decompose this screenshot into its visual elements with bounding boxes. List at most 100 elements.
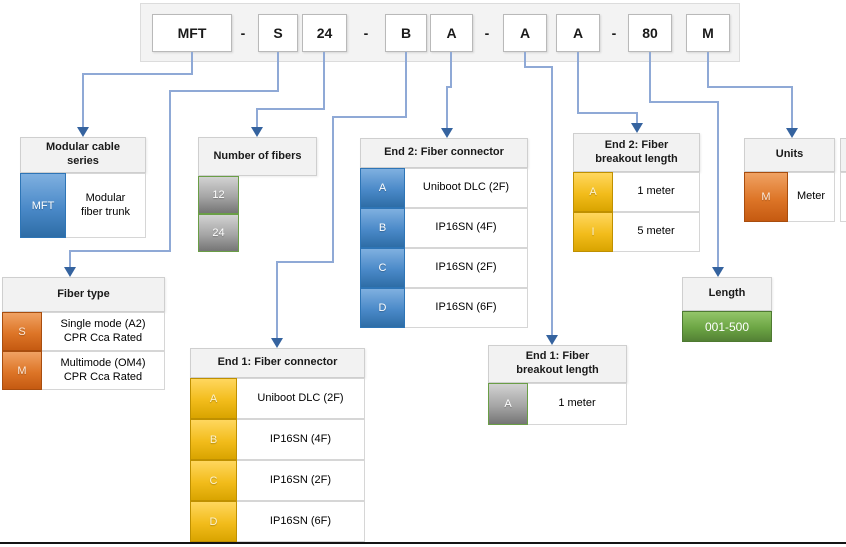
- code-segment-num-fibers: 24: [302, 14, 347, 52]
- code-cell: A: [488, 383, 528, 425]
- group-title: Number of fibers: [198, 137, 317, 176]
- label-cell: Uniboot DLC (2F): [405, 168, 528, 208]
- connector-line: [69, 250, 171, 252]
- label-cell: IP16SN (6F): [237, 501, 365, 542]
- code-cell: C: [190, 460, 237, 501]
- down-arrow-icon: [271, 338, 283, 348]
- down-arrow-icon: [631, 123, 643, 133]
- connector-line: [405, 52, 407, 118]
- clipped-box-edge: [840, 172, 846, 222]
- group-title: Length: [682, 277, 772, 311]
- code-dash: -: [240, 25, 246, 41]
- group-end2-breakout-length: End 2: Fiber breakout length A 1 meter I…: [573, 133, 700, 252]
- table-row: B IP16SN (4F): [360, 208, 528, 248]
- label-cell: Modular fiber trunk: [66, 173, 146, 238]
- table-row: D IP16SN (6F): [360, 288, 528, 328]
- code-cell: 12: [198, 176, 239, 214]
- code-cell: 24: [198, 214, 239, 252]
- down-arrow-icon: [77, 127, 89, 137]
- group-number-of-fibers: Number of fibers 12 24: [198, 137, 317, 252]
- group-title: Fiber type: [2, 277, 165, 312]
- connector-line: [524, 66, 553, 68]
- code-cell: B: [360, 208, 405, 248]
- group-title: End 2: Fiber breakout length: [573, 133, 700, 172]
- code-cell: D: [360, 288, 405, 328]
- connector-line: [636, 112, 638, 124]
- table-row: A 1 meter: [488, 383, 627, 425]
- clipped-box-edge: [840, 138, 846, 172]
- group-modular-cable-series: Modular cable series MFT Modular fiber t…: [20, 137, 146, 238]
- code-segment-end1-connector: B: [385, 14, 427, 52]
- label-cell: Uniboot DLC (2F): [237, 378, 365, 419]
- code-cell: M: [744, 172, 788, 222]
- connector-line: [82, 73, 84, 128]
- code-cell: M: [2, 351, 42, 390]
- connector-line: [276, 261, 278, 339]
- connector-line: [191, 52, 193, 75]
- table-row: I 5 meter: [573, 212, 700, 252]
- group-title: End 1: Fiber connector: [190, 348, 365, 378]
- group-title: Units: [744, 138, 835, 172]
- group-fiber-type: Fiber type S Single mode (A2) CPR Cca Ra…: [2, 277, 165, 390]
- table-row: 001-500: [682, 311, 772, 342]
- connector-line: [450, 52, 452, 88]
- connector-line: [277, 52, 279, 92]
- table-row: 24: [198, 214, 317, 252]
- code-dash: -: [611, 25, 617, 41]
- label-cell: IP16SN (2F): [237, 460, 365, 501]
- table-row: A Uniboot DLC (2F): [360, 168, 528, 208]
- group-title: End 1: Fiber breakout length: [488, 345, 627, 383]
- group-end2-fiber-connector: End 2: Fiber connector A Uniboot DLC (2F…: [360, 138, 528, 328]
- table-row: 12: [198, 176, 317, 214]
- connector-line: [276, 261, 334, 263]
- connector-line: [649, 52, 651, 103]
- table-row: S Single mode (A2) CPR Cca Rated: [2, 312, 165, 351]
- label-cell: IP16SN (6F): [405, 288, 528, 328]
- group-title: Modular cable series: [20, 137, 146, 173]
- connector-line: [707, 86, 793, 88]
- code-cell: S: [2, 312, 42, 351]
- label-cell: IP16SN (4F): [237, 419, 365, 460]
- down-arrow-icon: [712, 267, 724, 277]
- connector-line: [791, 86, 793, 129]
- down-arrow-icon: [251, 127, 263, 137]
- connector-line: [169, 90, 171, 252]
- label-cell: Multimode (OM4) CPR Cca Rated: [42, 351, 165, 390]
- code-segment-length: 80: [628, 14, 672, 52]
- connector-line: [256, 108, 325, 110]
- label-cell: 1 meter: [528, 383, 627, 425]
- table-row: B IP16SN (4F): [190, 419, 365, 460]
- code-segment-end2-connector: A: [430, 14, 473, 52]
- connector-line: [256, 108, 258, 128]
- label-cell: IP16SN (4F): [405, 208, 528, 248]
- down-arrow-icon: [64, 267, 76, 277]
- connector-line: [446, 86, 452, 88]
- table-row: D IP16SN (6F): [190, 501, 365, 542]
- code-cell: D: [190, 501, 237, 542]
- code-segment-fiber-type: S: [258, 14, 298, 52]
- code-cell: A: [190, 378, 237, 419]
- code-cell: A: [573, 172, 613, 212]
- label-cell: Single mode (A2) CPR Cca Rated: [42, 312, 165, 351]
- code-cell: A: [360, 168, 405, 208]
- code-cell: I: [573, 212, 613, 252]
- connector-line: [551, 66, 553, 336]
- down-arrow-icon: [441, 128, 453, 138]
- table-row: A Uniboot DLC (2F): [190, 378, 365, 419]
- table-row: M Meter: [744, 172, 835, 222]
- group-title: End 2: Fiber connector: [360, 138, 528, 168]
- group-units: Units M Meter: [744, 138, 835, 222]
- connector-line: [649, 101, 719, 103]
- group-end1-breakout-length: End 1: Fiber breakout length A 1 meter: [488, 345, 627, 425]
- label-cell: Meter: [788, 172, 835, 222]
- code-cell: C: [360, 248, 405, 288]
- connector-line: [169, 90, 279, 92]
- code-dash: -: [484, 25, 490, 41]
- length-range-cell: 001-500: [682, 311, 772, 342]
- down-arrow-icon: [546, 335, 558, 345]
- bottom-rule: [0, 542, 846, 544]
- connector-line: [707, 52, 709, 88]
- connector-line: [332, 116, 407, 118]
- code-segment-end1-breakout: A: [503, 14, 547, 52]
